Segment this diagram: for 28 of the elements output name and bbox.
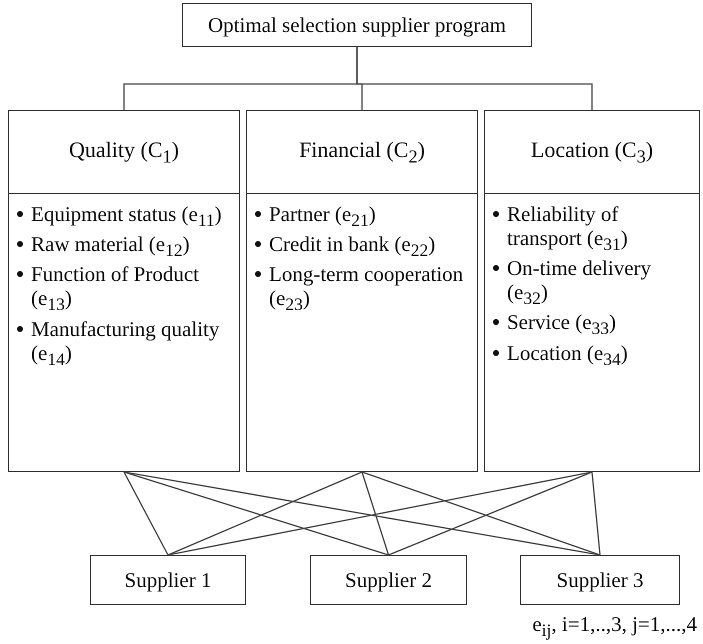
connector-line <box>356 47 593 110</box>
goal-box: Optimal selection supplier program <box>182 3 532 47</box>
sub-criterion-text: Function of Product (e$_{13}$) <box>31 262 200 317</box>
sub-criterion-text: Manufacturing quality (e$_{14}$) <box>31 316 220 371</box>
sub-criterion-text: Long-term cooperation (e$_{23}$) <box>269 262 464 317</box>
sub-criterion-text: Location (e$_{34}$) <box>507 340 628 371</box>
index-note: e$_{ij}$, i=1,..,3, j=1,...,4 <box>532 612 697 642</box>
criterion-heading: Financial (C$_{2}$) <box>299 136 425 168</box>
sub-criterion-text: On-time delivery (e$_{32}$) <box>507 256 652 310</box>
connector-line <box>124 471 389 556</box>
criterion-heading: Quality (C$_{1}$) <box>69 136 179 168</box>
connector-line <box>591 472 601 556</box>
criterion-box <box>8 110 240 472</box>
supplier-box: Supplier 2 <box>310 555 467 605</box>
connector-line <box>123 472 169 556</box>
sub-criterion-text: Equipment status (e$_{11}$) <box>31 202 222 232</box>
sub-criterion-text: Service (e$_{33}$) <box>507 310 616 341</box>
connector-line <box>168 471 362 556</box>
sub-criterion-text: Reliability of transport (e$_{31}$) <box>507 202 629 256</box>
supplier-box: Supplier 3 <box>520 555 680 605</box>
connector-line <box>361 472 390 556</box>
sub-criterion-text: Credit in bank (e$_{22}$) <box>269 232 436 262</box>
criterion-box <box>246 110 478 472</box>
sub-criterion-text: Raw material (e$_{12}$) <box>31 232 190 262</box>
supplier-box: Supplier 1 <box>90 555 246 605</box>
criterion-box <box>484 110 700 472</box>
criterion-heading: Location (C$_{3}$) <box>530 136 654 168</box>
sub-criterion-text: Partner (e$_{21}$) <box>269 202 376 232</box>
